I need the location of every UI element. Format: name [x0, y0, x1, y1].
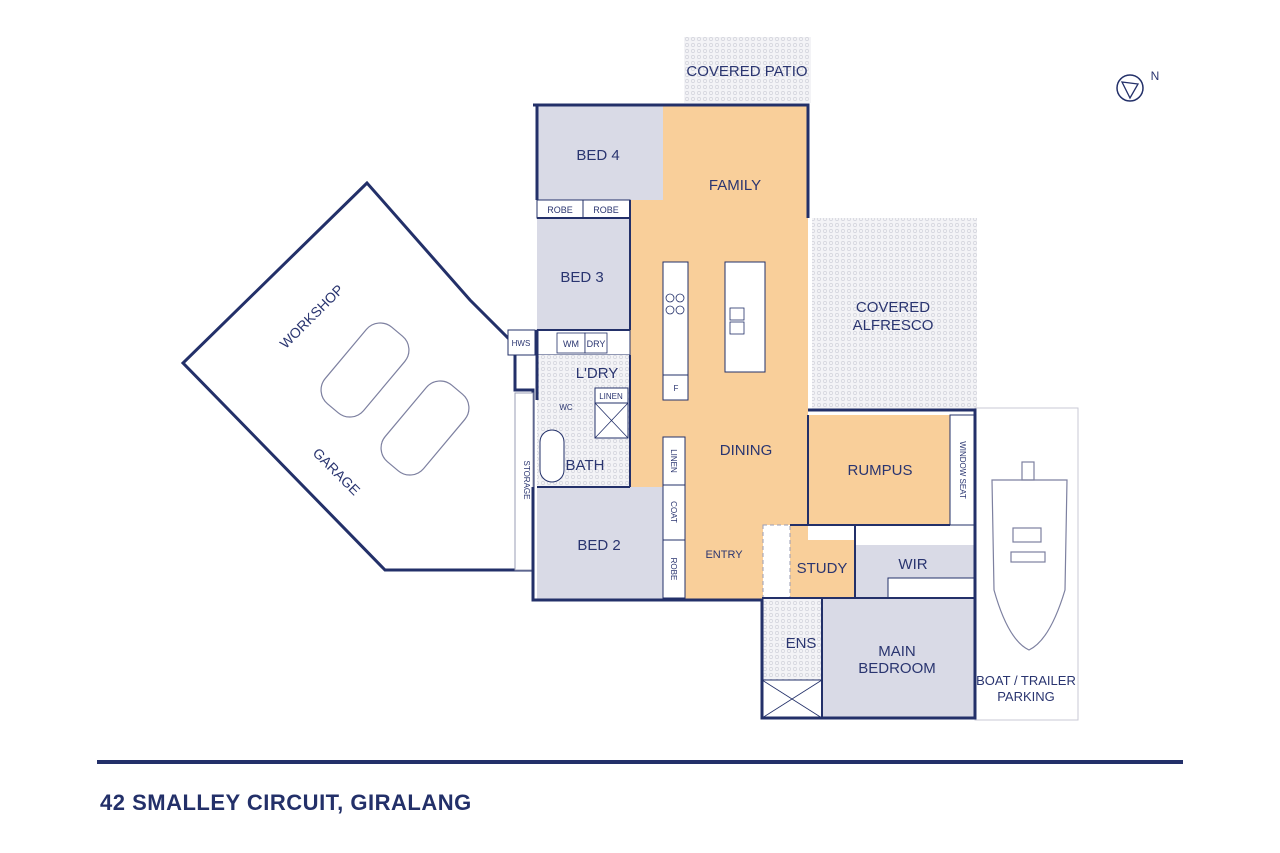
- boat-trailer-parking: [974, 407, 1079, 721]
- study-room: [790, 540, 855, 598]
- label-window-seat: WINDOW SEAT: [958, 441, 967, 499]
- label-dining: DINING: [720, 442, 773, 459]
- label-robe-3: ROBE: [669, 558, 678, 581]
- bed4-room: [537, 105, 663, 200]
- label-dry: DRY: [587, 339, 606, 349]
- label-wir: WIR: [898, 556, 927, 573]
- bed2-room: [537, 487, 663, 600]
- label-bed3: BED 3: [560, 269, 603, 286]
- covered-patio: [684, 37, 811, 103]
- rumpus-room: [808, 415, 950, 525]
- label-covered-patio: COVERED PATIO: [686, 63, 807, 80]
- bed3-room: [537, 218, 630, 330]
- label-main-bedroom: MAIN: [878, 643, 916, 660]
- label-boat-parking: PARKING: [997, 689, 1055, 704]
- label-coat: COAT: [669, 501, 678, 523]
- label-bath: BATH: [566, 457, 605, 474]
- walls: [531, 103, 977, 720]
- label-rumpus: RUMPUS: [847, 462, 912, 479]
- label-boat-parking: BOAT / TRAILER: [976, 673, 1076, 688]
- label-main-bedroom: BEDROOM: [858, 660, 936, 677]
- label-family: FAMILY: [709, 177, 761, 194]
- label-covered-alfresco: COVERED: [856, 299, 930, 316]
- entry-closet: [762, 524, 791, 599]
- boat-icon: [991, 461, 1068, 651]
- car-icons: [320, 322, 470, 476]
- label-fridge: F: [674, 384, 679, 393]
- label-linen: LINEN: [599, 392, 623, 401]
- divider-line: [97, 760, 1183, 764]
- label-storage: STORAGE: [522, 461, 531, 500]
- storage: [514, 392, 534, 571]
- label-wm: WM: [563, 339, 579, 349]
- label-bed2: BED 2: [577, 537, 620, 554]
- covered-alfresco: [812, 218, 977, 410]
- label-covered-alfresco: ALFRESCO: [853, 317, 934, 334]
- label-robe: ROBE: [593, 205, 619, 215]
- label-entry: ENTRY: [705, 549, 743, 561]
- label-robe: ROBE: [547, 205, 573, 215]
- label-ens: ENS: [786, 635, 817, 652]
- label-study: STUDY: [797, 560, 848, 577]
- label-bed4: BED 4: [576, 147, 619, 164]
- label-laundry: L'DRY: [576, 365, 619, 382]
- label-wc: WC: [559, 403, 573, 412]
- label-hws: HWS: [512, 339, 531, 348]
- main-bedroom-room: [822, 598, 975, 718]
- kitchen-island: [724, 261, 766, 373]
- hallway: [630, 200, 664, 490]
- compass-label: N: [1151, 69, 1160, 83]
- label-linen-2: LINEN: [669, 449, 678, 473]
- property-address: 42 SMALLEY CIRCUIT, GIRALANG: [100, 790, 472, 815]
- north-compass-icon: N: [1116, 69, 1160, 102]
